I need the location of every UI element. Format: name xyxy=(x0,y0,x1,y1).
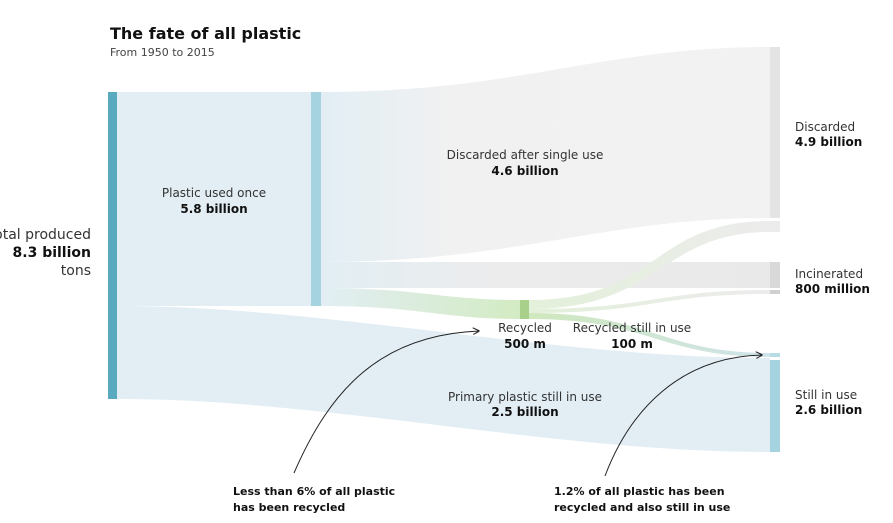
node-still-recycled-bar xyxy=(770,353,780,357)
chart-title: The fate of all plastic xyxy=(110,24,302,43)
used-once-label: Plastic used once xyxy=(162,186,266,200)
used-once-value: 5.8 billion xyxy=(180,202,247,216)
annotation-arrow-recycled xyxy=(293,331,479,474)
annotation-still-in-use-line1: 1.2% of all plastic has been xyxy=(554,485,725,498)
incinerated-label: Incinerated xyxy=(795,267,863,281)
discarded-label: Discarded xyxy=(795,120,855,134)
total-produced-label: Total produced xyxy=(0,227,91,243)
flow-recycled-to-discarded xyxy=(529,221,770,309)
annotation-still-in-use-line2: recycled and also still in use xyxy=(554,501,730,514)
node-recycled-bar xyxy=(520,300,529,319)
incinerated-value: 800 million xyxy=(795,282,870,296)
node-still-in-use-bar xyxy=(770,360,780,452)
node-used-once-bar xyxy=(311,92,321,306)
flow-discarded-after-single-use xyxy=(321,47,770,262)
flow-used-once-to-recycled xyxy=(321,288,520,319)
still-in-use-label: Still in use xyxy=(795,388,857,402)
flow-recycled-to-incinerated xyxy=(529,290,770,313)
total-produced-unit: tons xyxy=(61,263,91,279)
recycled-still-in-use-label: Recycled still in use xyxy=(573,321,691,335)
annotation-arrow-recycled-still-in-use xyxy=(604,355,762,477)
recycled-still-in-use-value: 100 m xyxy=(611,337,653,351)
flow-total-to-used-once xyxy=(117,92,311,306)
recycled-label: Recycled xyxy=(498,321,552,335)
flow-primary-still-in-use xyxy=(117,306,770,452)
flow-recycled-still-in-use xyxy=(529,313,770,357)
flow-used-once-to-incinerated xyxy=(321,262,770,288)
total-produced-value: 8.3 billion xyxy=(13,245,91,261)
still-in-use-value: 2.6 billion xyxy=(795,403,862,417)
node-incinerated-bar xyxy=(770,262,780,288)
discarded-value: 4.9 billion xyxy=(795,135,862,149)
node-incinerated-recycled-bar xyxy=(770,290,780,294)
node-discarded-recycled-bar xyxy=(770,221,780,232)
primary-still-in-use-label: Primary plastic still in use xyxy=(448,390,602,404)
chart-subtitle: From 1950 to 2015 xyxy=(110,46,215,59)
node-discarded-bar xyxy=(770,47,780,218)
recycled-value: 500 m xyxy=(504,337,546,351)
node-total-bar xyxy=(108,92,117,399)
primary-still-in-use-value: 2.5 billion xyxy=(491,405,558,419)
annotation-recycled-line2: has been recycled xyxy=(233,501,345,514)
discarded-after-single-use-value: 4.6 billion xyxy=(491,164,558,178)
discarded-after-single-use-label: Discarded after single use xyxy=(447,148,604,162)
annotation-recycled-line1: Less than 6% of all plastic xyxy=(233,485,395,498)
